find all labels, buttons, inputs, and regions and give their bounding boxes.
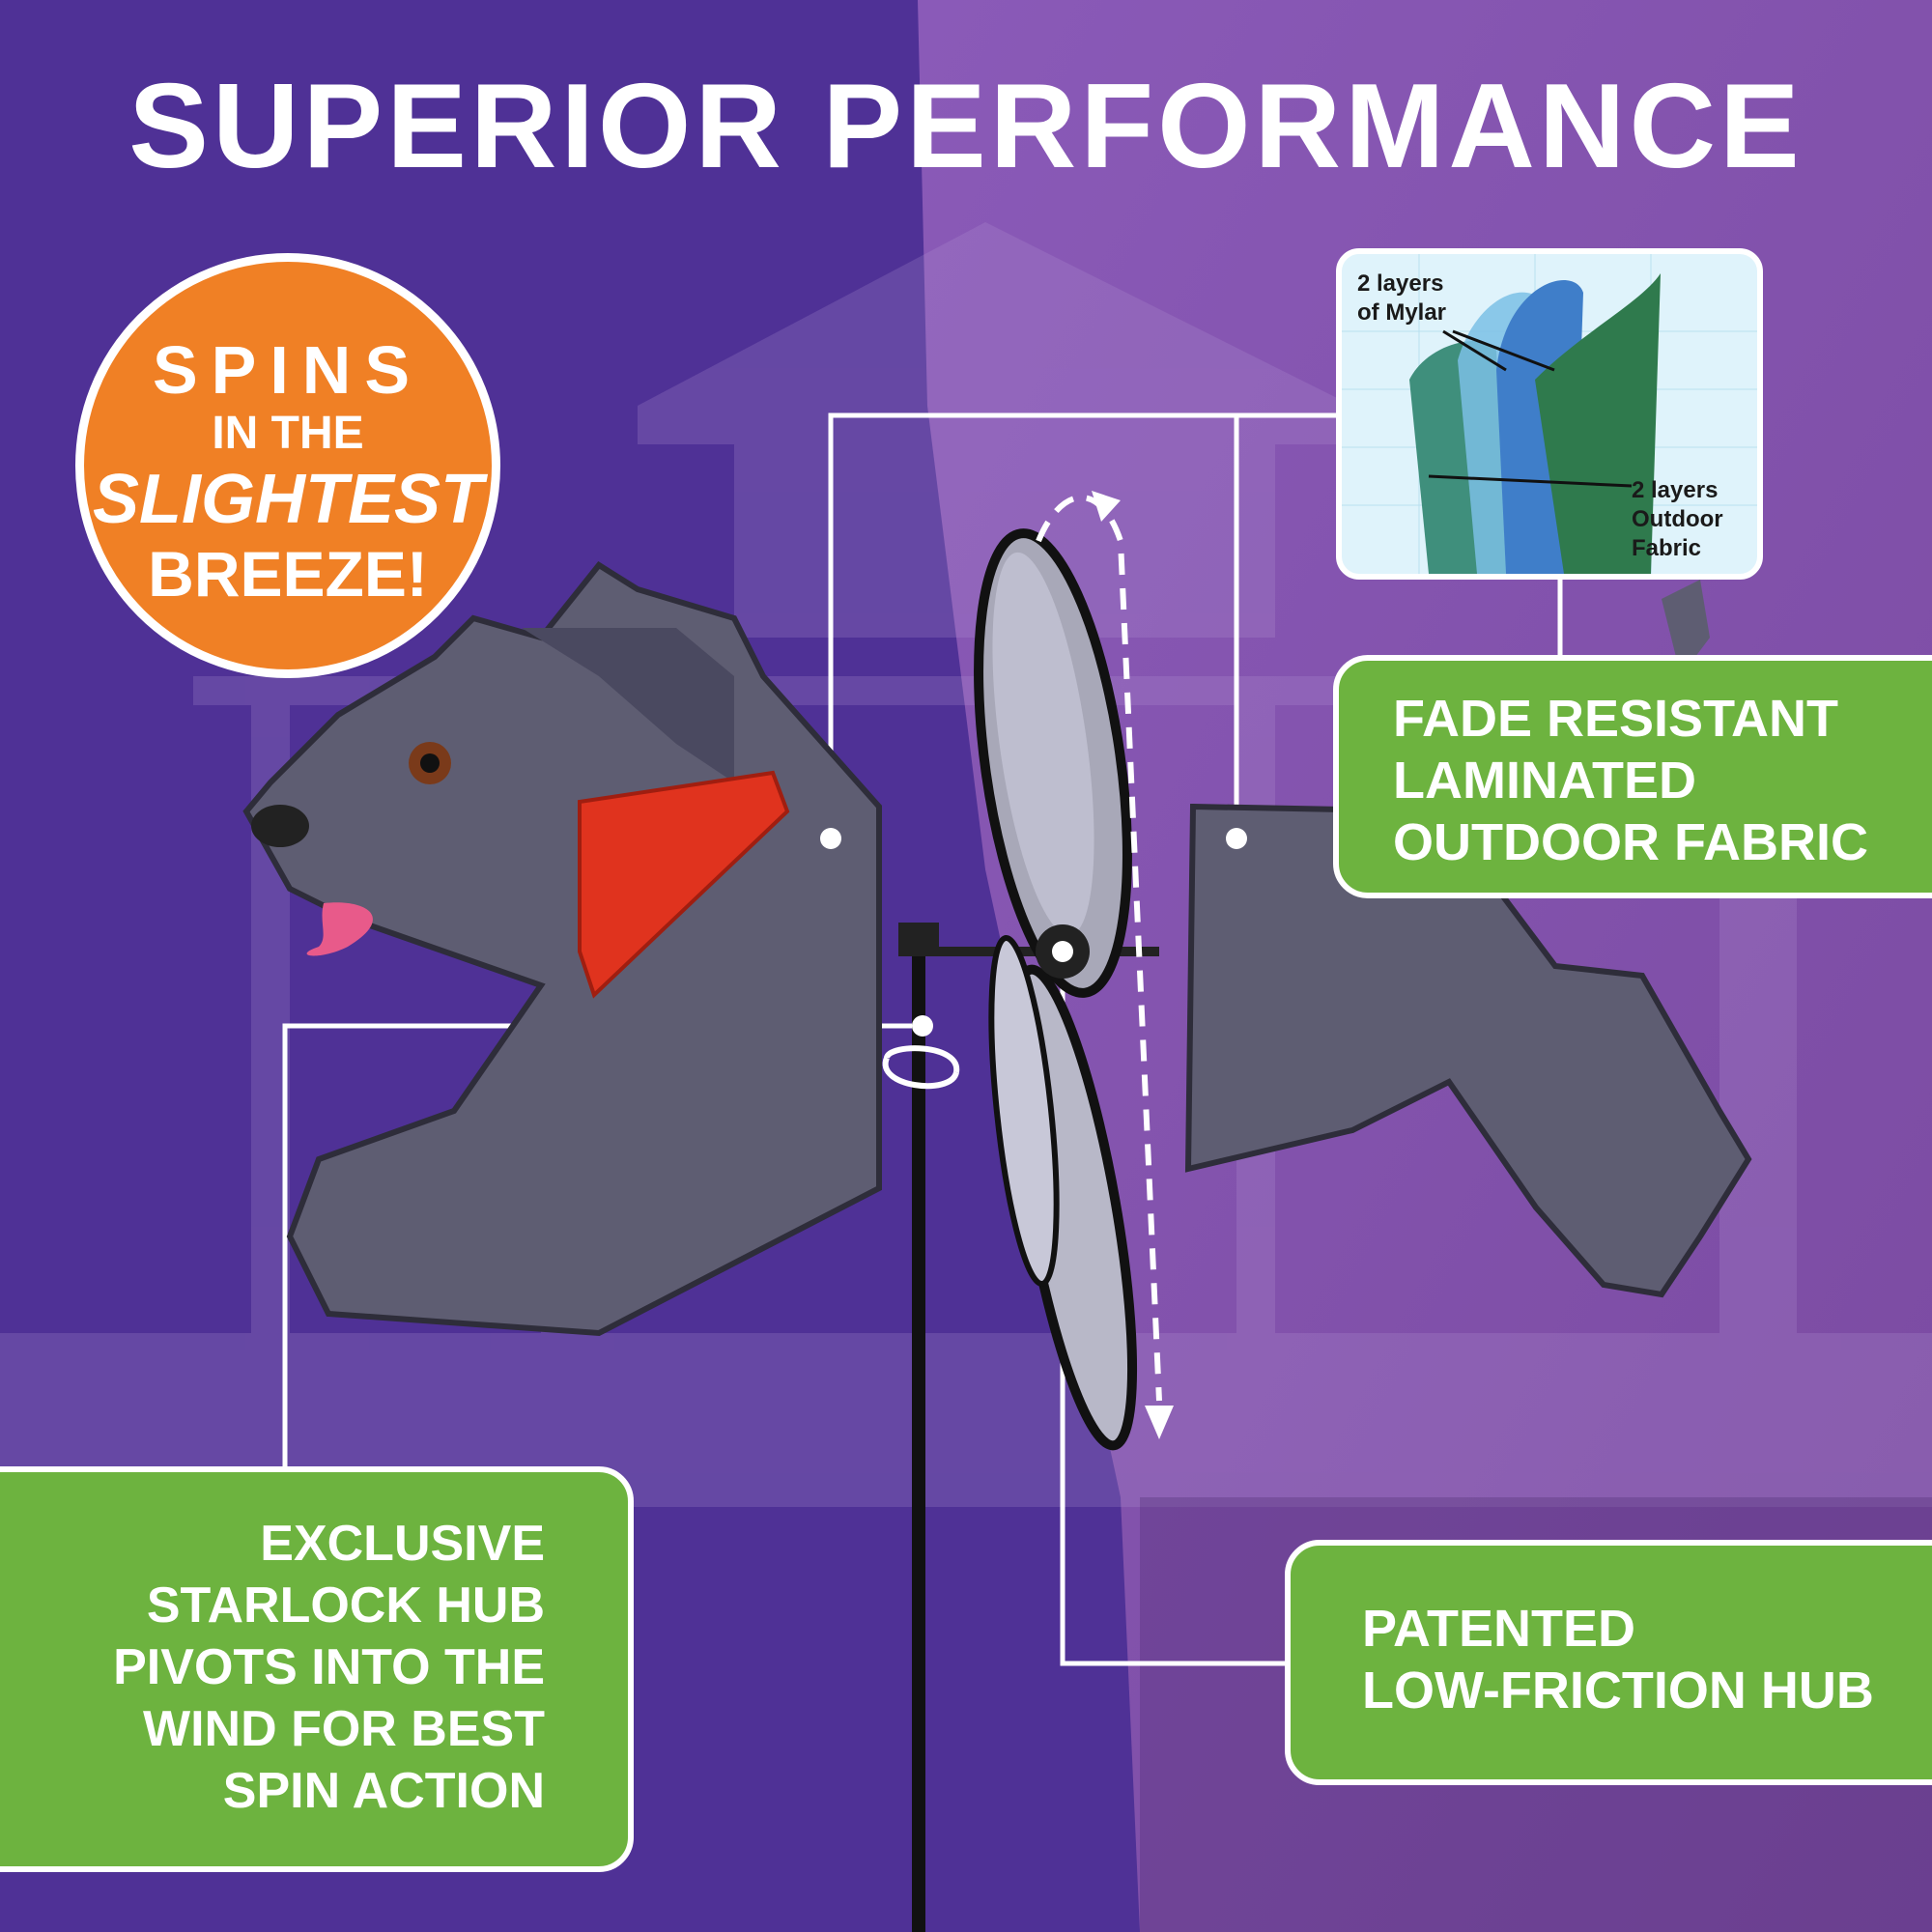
dog-head	[242, 561, 882, 1337]
fade-resistant-callout: FADE RESISTANT LAMINATED OUTDOOR FABRIC	[1333, 655, 1932, 898]
fabric-label-line-3: Fabric	[1632, 535, 1702, 561]
rotate-arrow-icon	[882, 1045, 960, 1090]
badge-line-3: SLIGHTEST	[92, 461, 483, 538]
starlock-callout-line-1: EXCLUSIVE	[260, 1516, 545, 1572]
badge-line-1: SPINS	[152, 332, 424, 408]
fade-callout-line-3: OUTDOOR FABRIC	[1393, 813, 1868, 871]
headline: SUPERIOR PERFORMANCE	[128, 60, 1804, 193]
mylar-label-line-2: of Mylar	[1357, 299, 1447, 326]
pinwheel	[974, 528, 1138, 1451]
outdoor-fabric-label: 2 layers Outdoor Fabric	[1632, 476, 1723, 563]
starlock-callout-line-5: SPIN ACTION	[222, 1763, 545, 1819]
starlock-callout-line-2: STARLOCK HUB	[146, 1577, 545, 1634]
starlock-callout-line-3: PIVOTS INTO THE	[113, 1639, 545, 1695]
starlock-callout-line-4: WIND FOR BEST	[143, 1701, 545, 1757]
fade-callout-line-1: FADE RESISTANT	[1393, 690, 1839, 748]
spin-arrow-icon	[1036, 495, 1162, 1402]
pole	[912, 927, 925, 1932]
fabric-label-line-1: 2 layers	[1632, 477, 1719, 503]
fade-callout-line-2: LAMINATED	[1393, 752, 1696, 810]
hub-callout-line-2: LOW-FRICTION HUB	[1362, 1662, 1874, 1719]
fabric-layers-diagram	[1342, 254, 1757, 574]
badge-line-4: BREEZE!	[148, 538, 428, 610]
low-friction-hub-callout: PATENTED LOW-FRICTION HUB	[1285, 1540, 1932, 1785]
fabric-label-line-2: Outdoor	[1632, 506, 1723, 532]
fabric-layers-inset: 2 layers of Mylar 2 layers Outdoor Fabri…	[1336, 248, 1763, 580]
starlock-hub-callout: EXCLUSIVE STARLOCK HUB PIVOTS INTO THE W…	[0, 1466, 634, 1872]
hub-callout-line-1: PATENTED	[1362, 1600, 1635, 1658]
spins-badge: SPINS IN THE SLIGHTEST BREEZE!	[75, 253, 500, 678]
mylar-label: 2 layers of Mylar	[1357, 270, 1446, 327]
mylar-label-line-1: 2 layers	[1357, 270, 1444, 297]
badge-line-2: IN THE	[212, 408, 364, 459]
